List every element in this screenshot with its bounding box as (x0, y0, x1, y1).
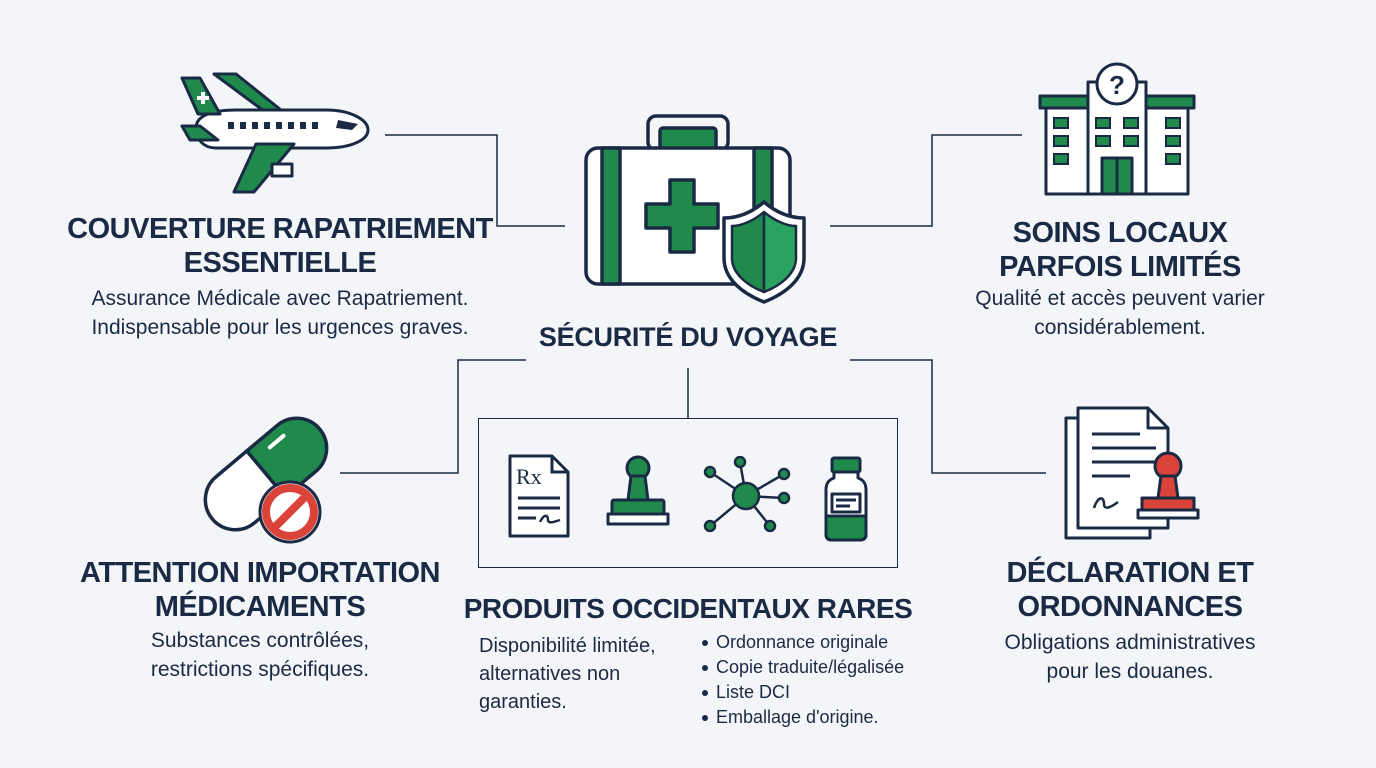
local-care-title: SOINS LOCAUX PARFOIS LIMITÉS (940, 216, 1300, 284)
declaration-title: DÉCLARATION ET ORDONNANCES (940, 556, 1320, 624)
repatriation-desc-line1: Assurance Médicale avec Rapatriement. (91, 287, 469, 310)
declaration-title-line2: ORDONNANCES (1017, 591, 1243, 623)
connector-local-care (830, 134, 1022, 227)
medication-import-title: ATTENTION IMPORTATION MÉDICAMENTS (60, 556, 460, 624)
bullet-item: Copie traduite/légalisée (700, 655, 904, 680)
local-care-desc-line2: considérablement. (1034, 316, 1206, 339)
medication-import-title-line2: MÉDICAMENTS (154, 591, 366, 623)
local-care-title-line2: PARFOIS LIMITÉS (999, 251, 1241, 283)
repatriation-desc-line2: Indispensable pour les urgences graves. (91, 316, 469, 339)
rx-label: Rx (516, 464, 542, 489)
connector-declaration (850, 359, 1046, 474)
hospital-icon: ? (1038, 62, 1196, 196)
local-care-desc-line1: Qualité et accès peuvent varier (975, 287, 1265, 310)
connector-repatriation (385, 134, 565, 227)
pill-prohibited-icon (203, 416, 329, 544)
local-care-description: Qualité et accès peuvent varier considér… (920, 284, 1320, 342)
western-products-desc-line2: alternatives non (479, 663, 621, 685)
bullet-item: Emballage d'origine. (700, 705, 904, 730)
declaration-description: Obligations administratives pour les dou… (930, 628, 1330, 686)
airplane-icon (180, 72, 370, 194)
declaration-desc-line1: Obligations administratives (1004, 631, 1256, 654)
western-products-title: PRODUITS OCCIDENTAUX RARES (463, 593, 913, 624)
repatriation-title-line1: COUVERTURE RAPATRIEMENT (67, 213, 493, 245)
medication-import-desc-line1: Substances contrôlées, (150, 629, 370, 652)
products-icon-box (478, 418, 898, 568)
western-products-desc-line3: garanties. (479, 691, 567, 713)
medication-import-description: Substances contrôlées, restrictions spéc… (60, 626, 460, 684)
prescription-icon: Rx (508, 454, 570, 538)
declaration-title-line1: DÉCLARATION ET (1006, 557, 1254, 589)
bullet-item: Liste DCI (700, 680, 904, 705)
medicine-bottle-icon (824, 456, 868, 542)
hospital-question-mark: ? (1109, 70, 1125, 100)
repatriation-title-line2: ESSENTIELLE (183, 247, 377, 279)
western-products-description: Disponibilité limitée, alternatives non … (479, 632, 709, 716)
medical-kit-icon (584, 114, 806, 304)
stamp-icon (606, 455, 670, 526)
documents-stamp-icon (1064, 406, 1200, 540)
declaration-desc-line2: pour les douanes. (1046, 660, 1214, 683)
medication-import-desc-line2: restrictions spécifiques. (150, 658, 370, 681)
western-products-bullet-list: Ordonnance originale Copie traduite/léga… (700, 630, 904, 730)
repatriation-title: COUVERTURE RAPATRIEMENT ESSENTIELLE (60, 212, 500, 280)
molecule-icon (703, 456, 791, 533)
western-products-desc-line1: Disponibilité limitée, (479, 635, 656, 657)
bullet-item: Ordonnance originale (700, 630, 904, 655)
repatriation-description: Assurance Médicale avec Rapatriement. In… (40, 284, 520, 342)
center-title: SÉCURITÉ DU VOYAGE (538, 322, 838, 352)
local-care-title-line1: SOINS LOCAUX (1012, 217, 1228, 249)
connector-medication (340, 359, 526, 474)
medication-import-title-line1: ATTENTION IMPORTATION (79, 557, 441, 589)
